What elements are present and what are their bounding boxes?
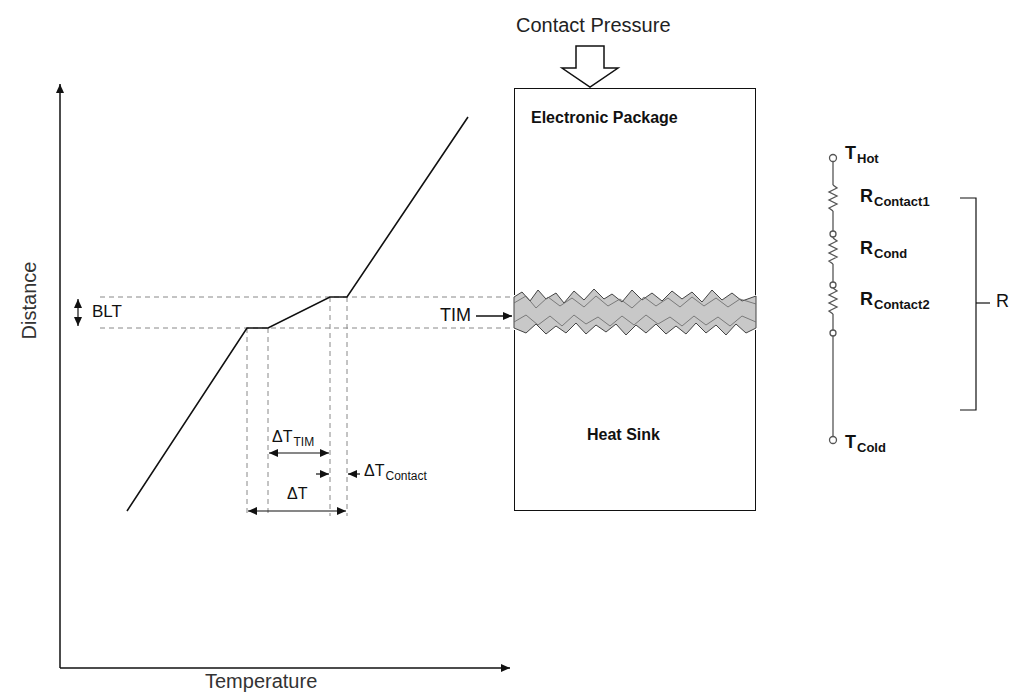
temperature-subscript: Hot	[857, 152, 879, 167]
dimension-label: ΔT	[287, 485, 307, 503]
dimension-subscript: TIM	[293, 436, 314, 450]
dimension-label: ΔT	[364, 462, 384, 480]
node-temperature: T	[845, 432, 856, 453]
y-axis	[59, 84, 61, 668]
package-box: Electronic Package	[514, 88, 756, 295]
dimension-subscript: Contact	[385, 470, 426, 484]
dt-contact-arrow	[348, 473, 360, 474]
guide-lines	[100, 297, 514, 516]
tim-pointer	[476, 315, 512, 316]
dt-tim-arrow	[269, 452, 329, 453]
temperature-subscript: Cold	[857, 441, 886, 456]
dimension-label: BLT	[92, 302, 122, 322]
resistance-label: R	[860, 238, 873, 259]
dt-contact-arrow	[316, 473, 329, 474]
surface-roughness	[514, 296, 756, 326]
axis-label: Temperature	[205, 670, 317, 693]
pressure-arrow	[562, 46, 618, 87]
resistance-label: R	[860, 186, 873, 207]
resistance-subscript: Cond	[874, 247, 907, 262]
resistance-label: R	[860, 289, 873, 310]
blt-arrow	[77, 299, 78, 326]
temperature-profile	[127, 117, 468, 511]
resistance-subscript: Contact2	[874, 298, 930, 313]
title-label: Contact Pressure	[516, 14, 671, 37]
node-label: Electronic Package	[531, 109, 678, 127]
bracket-tick	[976, 302, 990, 303]
layer-label: TIM	[438, 305, 473, 326]
heat-sink-box: Heat Sink	[514, 330, 756, 511]
resistor-chain	[829, 155, 837, 444]
node-label: Heat Sink	[587, 426, 660, 444]
x-axis	[60, 667, 510, 669]
resistance-subscript: Contact1	[874, 195, 930, 210]
bracket	[960, 198, 976, 410]
axis-label: Distance	[19, 261, 42, 339]
tim-layer	[514, 289, 756, 335]
node-temperature: T	[845, 143, 856, 164]
dt-arrow	[248, 510, 346, 511]
total-resistance: R	[996, 291, 1009, 312]
dimension-label: ΔT	[272, 428, 292, 446]
